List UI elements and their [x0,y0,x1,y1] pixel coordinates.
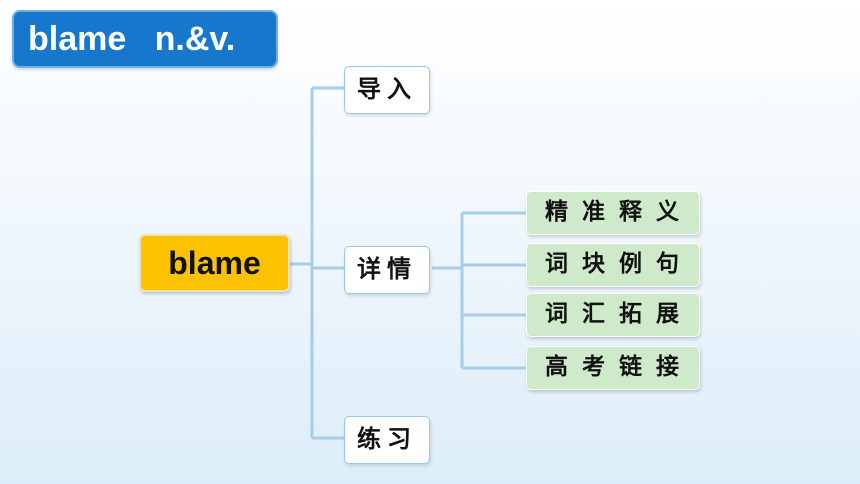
branch-practice[interactable]: 练习 [344,416,430,464]
detail-item-definition[interactable]: 精准释义 [526,191,700,235]
branch-detail[interactable]: 详情 [344,246,430,294]
detail-item-vocab-expansion[interactable]: 词汇拓展 [526,293,700,337]
root-node-blame[interactable]: blame [139,234,290,292]
detail-item-exam-link[interactable]: 高考链接 [526,346,700,390]
branch-intro[interactable]: 导入 [344,66,430,114]
detail-item-phrase-examples[interactable]: 词块例句 [526,243,700,287]
page-title-badge: blame n.&v. [12,10,278,68]
